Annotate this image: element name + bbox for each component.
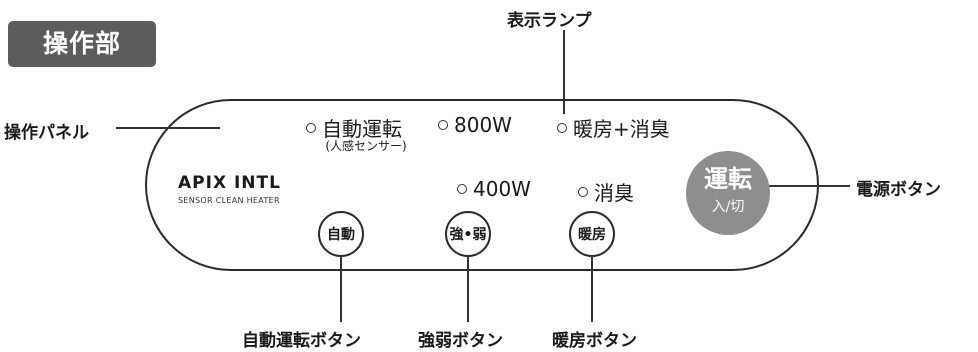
callout-indicator-lamp: 表示ランプ (507, 11, 592, 31)
indicator-auto-run: 自動運転 (306, 113, 402, 142)
indicator-auto-run-label: 自動運転 (322, 117, 402, 141)
callout-line-indicator-lamp (563, 30, 565, 114)
power-button-sublabel: 入/切 (711, 199, 745, 215)
auto-button-label: 自動 (327, 227, 355, 243)
callout-line-strength-button (467, 257, 469, 322)
strength-button-label: 強•弱 (449, 227, 487, 243)
strength-button[interactable]: 強•弱 (445, 211, 491, 257)
brand-tagline: SENSOR CLEAN HEATER (178, 196, 280, 205)
indicator-lamp-icon (306, 122, 316, 133)
heating-button-label: 暖房 (578, 227, 606, 243)
heating-button[interactable]: 暖房 (569, 211, 615, 257)
indicator-lamp-icon (557, 122, 567, 133)
indicator-400w-label: 400W (473, 177, 531, 201)
indicator-lamp-icon (457, 184, 467, 194)
indicator-lamp-icon (578, 186, 588, 197)
indicator-400w: 400W (457, 177, 531, 201)
callout-strength-button: 強弱ボタン (418, 331, 503, 351)
indicator-deodorize-label: 消臭 (594, 181, 634, 205)
callout-auto-button: 自動運転ボタン (242, 331, 361, 351)
indicator-heat-deodorize: 暖房+消臭 (557, 113, 670, 142)
callout-power-button: 電源ボタン (856, 180, 941, 200)
indicator-800w: 800W (438, 113, 512, 137)
indicator-heat-deodorize-label: 暖房+消臭 (573, 117, 670, 141)
callout-line-power-button (760, 185, 850, 187)
power-button[interactable]: 運転 入/切 (686, 151, 770, 235)
callout-line-auto-button (340, 257, 342, 322)
callout-heating-button: 暖房ボタン (552, 331, 637, 351)
section-title: 操作部 (8, 21, 156, 67)
power-button-label: 運転 (704, 165, 752, 193)
indicator-800w-label: 800W (454, 113, 512, 137)
indicator-lamp-icon (438, 120, 448, 130)
indicator-deodorize: 消臭 (578, 177, 634, 206)
indicator-auto-run-sub: (人感センサー) (325, 139, 407, 153)
brand-logo: APIX INTL (178, 173, 281, 193)
callout-line-control-panel (116, 127, 220, 129)
auto-button[interactable]: 自動 (318, 211, 364, 257)
callout-line-heating-button (591, 257, 593, 322)
callout-control-panel: 操作パネル (4, 123, 89, 143)
